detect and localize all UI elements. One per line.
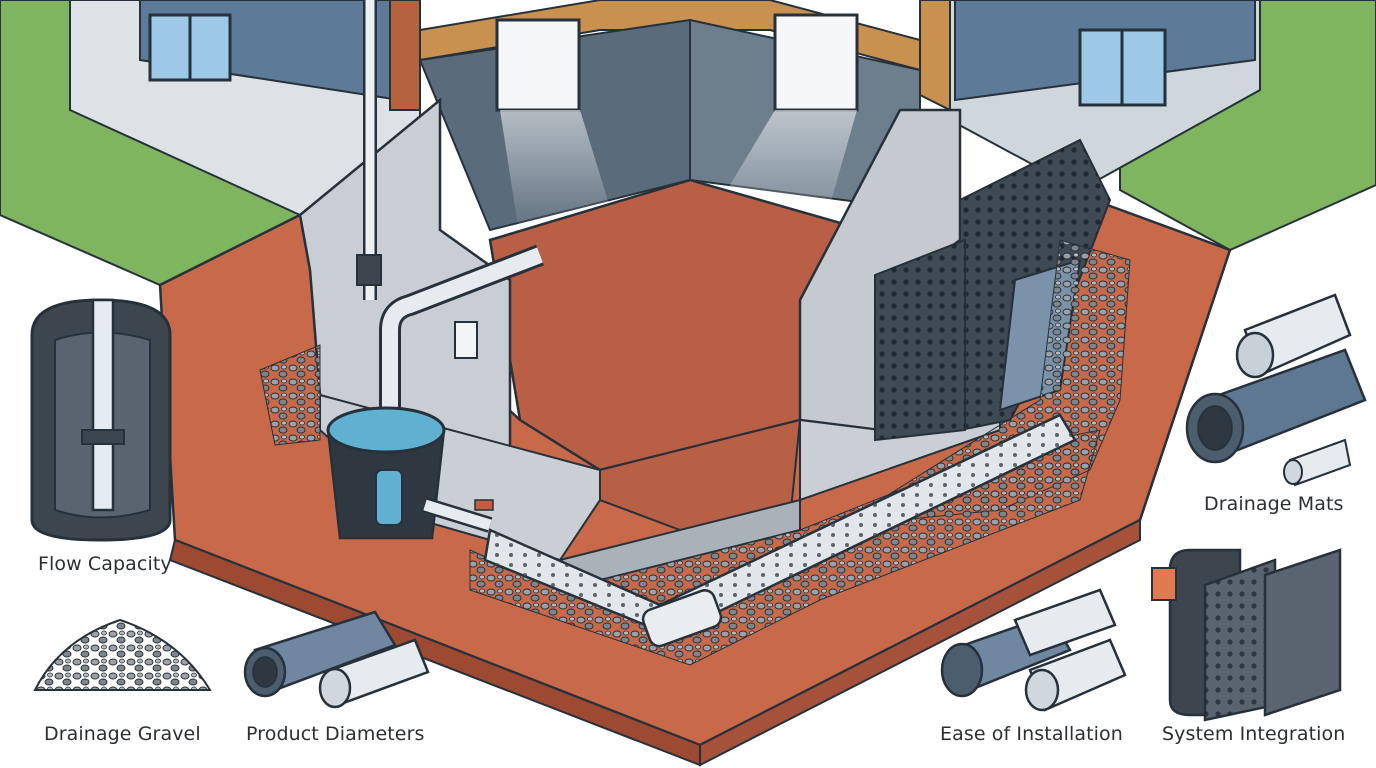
- flow-capacity-label: Flow Capacity: [38, 553, 172, 575]
- product-diameters-label: Product Diameters: [246, 723, 425, 745]
- foundation: [298, 97, 1001, 592]
- basement: [418, 13, 921, 532]
- drainage-gravel-label: Drainage Gravel: [44, 723, 201, 745]
- drainage-gravel-icon: [33, 618, 212, 691]
- drainage-mats-icon: [1185, 293, 1367, 487]
- system-integration-icon: [1151, 548, 1342, 722]
- drainage-mats-label: Drainage Mats: [1204, 493, 1344, 515]
- perforated-drain-pipe: [483, 413, 1077, 648]
- product-diameters-icon: [243, 610, 430, 709]
- house: [69, 0, 1261, 217]
- drainage-membrane: [874, 138, 1112, 442]
- flow-capacity-icon: [30, 298, 172, 542]
- ease-of-installation-label: Ease of Installation: [940, 723, 1123, 745]
- sump-system: [326, 0, 544, 540]
- ease-of-installation-icon: [940, 588, 1127, 712]
- system-integration-label: System Integration: [1162, 723, 1346, 745]
